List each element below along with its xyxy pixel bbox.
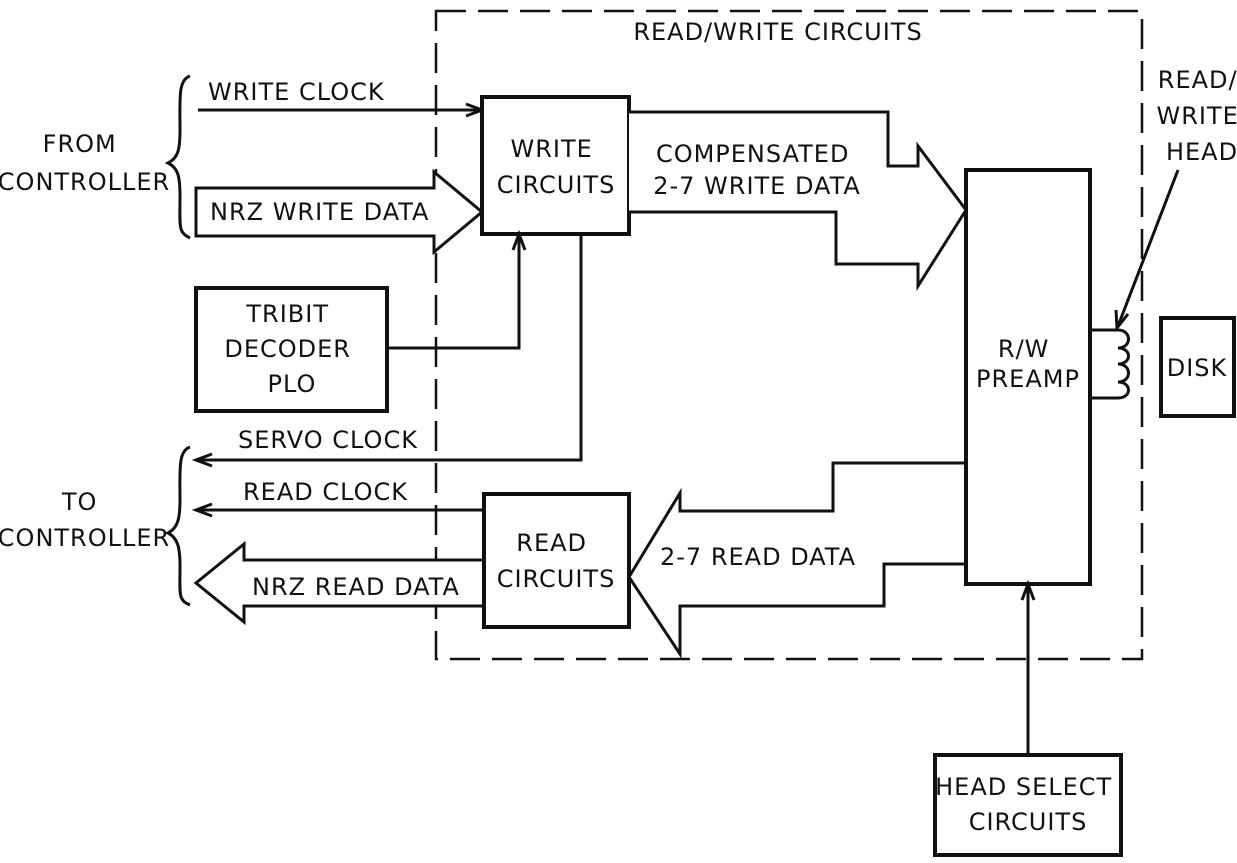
- head-select-circuits-label: HEAD SELECT CIRCUITS: [935, 773, 1121, 836]
- disk-block: [1159, 316, 1236, 418]
- nrz-write-data-label: NRZ WRITE DATA: [210, 198, 429, 226]
- to-controller-label: TO CONTROLLER: [0, 488, 170, 552]
- rw-head-label: READ/ WRITE HEAD: [1157, 66, 1237, 166]
- write-circuits-label: WRITE CIRCUITS: [497, 135, 616, 199]
- head-select-arrowhead: [1020, 579, 1036, 601]
- read-data-27-arrow: [627, 461, 966, 659]
- nrz-read-data-arrow: [193, 540, 486, 626]
- from-controller-brace: [164, 74, 191, 240]
- rw-head-pointer-arrowhead: [1114, 309, 1130, 333]
- rw-preamp-block: [964, 168, 1092, 586]
- tribit-decoder-plo-label: TRIBIT DECODER PLO: [224, 300, 359, 398]
- read-clock-label: READ CLOCK: [243, 478, 408, 506]
- read-write-circuits-label: READ/WRITE CIRCUITS: [633, 18, 922, 46]
- read-clock-arrowhead: [191, 502, 213, 518]
- rw-preamp-label: R/W PREAMP: [976, 335, 1080, 393]
- tribit-decoder-plo-block: [194, 286, 389, 413]
- servo-clock-line: [196, 234, 583, 462]
- plo-to-write-circuits-arrowhead: [511, 229, 527, 251]
- servo-clock-label: SERVO CLOCK: [238, 426, 418, 454]
- rw-head-coil: [1090, 328, 1130, 400]
- read-circuits-block: [482, 492, 631, 629]
- write-clock-label: WRITE CLOCK: [208, 78, 385, 106]
- plo-to-write-circuits-line: [387, 234, 521, 350]
- to-controller-brace: [164, 445, 191, 607]
- from-controller-label: FROM CONTROLLER: [0, 130, 170, 196]
- disk-label: DISK: [1167, 354, 1228, 382]
- head-select-circuits-block: [933, 753, 1123, 857]
- read-data-27-label: 2-7 READ DATA: [660, 543, 856, 571]
- nrz-write-data-arrow: [194, 168, 485, 256]
- nrz-read-data-label: NRZ READ DATA: [252, 573, 460, 601]
- write-circuits-block: [480, 95, 631, 236]
- compensated-write-data-label: COMPENSATED 2-7 WRITE DATA: [653, 140, 861, 200]
- servo-clock-arrowhead: [191, 452, 213, 468]
- rw-head-pointer-line: [1116, 169, 1180, 327]
- read-circuits-label: READ CIRCUITS: [497, 529, 616, 593]
- read-write-circuits-boundary: [434, 9, 1144, 661]
